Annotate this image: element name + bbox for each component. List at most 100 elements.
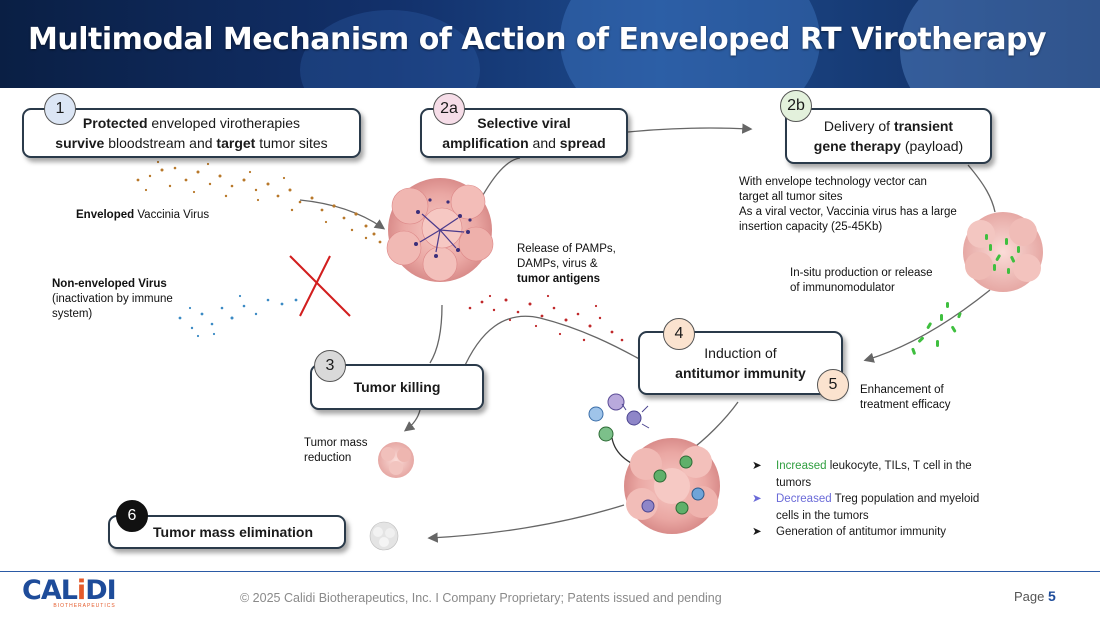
step-1-text-f: tumor sites	[255, 135, 328, 151]
release-label-l2: DAMPs, virus &	[517, 258, 598, 270]
step-3-badge: 3	[314, 350, 346, 382]
enveloped-label-rest: Vaccinia Virus	[134, 209, 210, 221]
arrow-3-to-mass	[403, 409, 421, 432]
arrow-payload-to-4	[863, 289, 991, 363]
envelope-note-l2: target all tumor sites	[739, 191, 843, 203]
bullet-increased-word: Increased	[776, 460, 827, 472]
bullet-item-generation: ➤ Generation of antitumor immunity	[752, 524, 979, 541]
step-4-box: Induction of antitumor immunity	[638, 331, 843, 395]
bullet-increased-cont: tumors	[776, 476, 812, 489]
step-2b-badge: 2b	[780, 90, 812, 122]
reduced-tumor-icon	[378, 442, 414, 478]
arrow-2a-to-2b	[627, 123, 753, 134]
tumor-cell-cluster-icon	[386, 178, 494, 282]
arrow-tumor-to-3	[429, 304, 443, 364]
step-1-text-c: survive	[55, 135, 105, 151]
bullet-item-increased: ➤ Increased leukocyte, TILs, T cell in t…	[752, 458, 979, 491]
page-number: Page 5	[1014, 588, 1056, 604]
in-situ-label: In-situ production or release of immunom…	[790, 266, 933, 296]
page-label: Page	[1014, 589, 1045, 604]
immune-cell-icon	[588, 393, 650, 442]
bullet-decreased-word: Decreased	[776, 493, 832, 505]
step-1-text-b: enveloped virotherapies	[147, 115, 301, 131]
enveloped-virus-particles	[136, 160, 382, 244]
step-6-box: Tumor mass elimination	[108, 515, 346, 549]
enhancement-label-l2: treatment efficacy	[860, 399, 951, 411]
arrow-3-to-release	[461, 315, 653, 373]
bullet-decreased-cont: cells in the tumors	[776, 509, 869, 522]
header-banner: Multimodal Mechanism of Action of Envelo…	[0, 0, 1100, 88]
bullet-generation-text: Generation of antitumor immunity	[776, 526, 947, 538]
step-2b-text-c: gene therapy	[813, 138, 901, 154]
immunomodulator-particles	[911, 302, 962, 355]
in-situ-label-l1: In-situ production or release	[790, 267, 933, 279]
company-logo: CALiDI BIOTHERAPEUTICS	[22, 575, 117, 610]
released-antigen-particles	[468, 294, 624, 342]
enhancement-label-l1: Enhancement of	[860, 384, 944, 396]
logo-text-main: CAL	[22, 575, 78, 606]
page-number-value: 5	[1048, 588, 1056, 604]
logo-subtitle: BIOTHERAPEUTICS	[53, 603, 116, 609]
step-2b-text-a: Delivery of	[823, 118, 894, 134]
step-1-text-a: Protected	[82, 115, 148, 131]
step-1-box: Protected enveloped virotherapies surviv…	[22, 108, 361, 158]
logo-text-end: DI	[85, 575, 116, 606]
red-cross-icon	[289, 255, 351, 317]
bullet-increased-rest: leukocyte, TILs, T cell in the	[826, 460, 972, 472]
tumor-mass-label-l2: reduction	[304, 452, 352, 464]
bullet-decreased-rest: Treg population and myeloid	[831, 493, 980, 505]
outcome-bullet-list: ➤ Increased leukocyte, TILs, T cell in t…	[752, 458, 979, 541]
in-situ-label-l2: of immunomodulator	[790, 282, 895, 294]
step-2b-text-b: transient	[893, 118, 954, 134]
envelope-note-l3: As a viral vector, Vaccinia virus has a …	[739, 206, 957, 218]
step-2b-text-d: (payload)	[900, 138, 964, 154]
step-5-badge: 5	[817, 369, 849, 401]
step-3-label: Tumor killing	[353, 379, 441, 395]
step-6-badge: 6	[116, 500, 148, 532]
envelope-note-l1: With envelope technology vector can	[739, 176, 927, 188]
copyright-notice: © 2025 Calidi Biotherapeutics, Inc. I Co…	[240, 591, 722, 605]
non-enveloped-virus-particles	[178, 294, 298, 338]
step-1-badge: 1	[44, 93, 76, 125]
non-enveloped-label-bold: Non-enveloped Virus	[52, 278, 167, 290]
envelope-technology-note: With envelope technology vector can targ…	[739, 175, 957, 235]
arrowhead-bullet-icon: ➤	[752, 526, 762, 538]
arrow-2b-to-tumor	[967, 164, 996, 213]
release-label: Release of PAMPs, DAMPs, virus & tumor a…	[517, 242, 616, 287]
step-2a-text-a: Selective viral	[477, 115, 571, 131]
step-4-badge: 4	[663, 318, 695, 350]
step-2a-text-d: spread	[559, 135, 606, 151]
immune-infiltrated-tumor-icon	[624, 438, 720, 534]
non-enveloped-label-l2: (inactivation by immune	[52, 293, 173, 305]
step-2a-badge: 2a	[433, 93, 465, 125]
release-label-l1: Release of PAMPs,	[517, 243, 616, 255]
release-label-l3: tumor antigens	[517, 273, 601, 285]
step-6-label: Tumor mass elimination	[153, 524, 313, 540]
step-1-text-d: bloodstream and	[104, 135, 217, 151]
step-1-text-e: target	[216, 135, 256, 151]
step-2a-text-c: and	[528, 135, 560, 151]
logo-text-i: i	[76, 575, 86, 606]
step-2b-box: Delivery of transient gene therapy (payl…	[785, 108, 992, 164]
step-4-text-b: antitumor immunity	[675, 365, 806, 381]
arrow-enveloped-to-tumor	[299, 199, 386, 230]
bullet-item-decreased: ➤ Decreased Treg population and myeloid …	[752, 491, 979, 524]
enveloped-label: Enveloped Vaccinia Virus	[76, 208, 209, 223]
arrowhead-bullet-icon: ➤	[752, 493, 762, 505]
non-enveloped-label: Non-enveloped Virus (inactivation by imm…	[52, 277, 173, 322]
tumor-mass-label-l1: Tumor mass	[304, 437, 368, 449]
tumor-mass-reduction-label: Tumor mass reduction	[304, 436, 367, 466]
arrowhead-bullet-icon: ➤	[752, 460, 762, 472]
footer-divider	[0, 571, 1100, 572]
non-enveloped-label-l3: system)	[52, 308, 93, 320]
envelope-note-l4: insertion capacity (25-45Kb)	[739, 221, 883, 233]
payload-tumor-icon	[963, 212, 1043, 292]
step-4-text-a: Induction of	[704, 345, 777, 361]
enhancement-label: Enhancement of treatment efficacy	[860, 383, 951, 413]
page-title: Multimodal Mechanism of Action of Envelo…	[28, 22, 1047, 57]
arrow-tumor-to-elimination	[427, 504, 625, 543]
step-2a-text-b: amplification	[442, 135, 529, 151]
enveloped-label-bold: Enveloped	[76, 209, 135, 221]
eliminated-tumor-icon	[369, 521, 399, 551]
